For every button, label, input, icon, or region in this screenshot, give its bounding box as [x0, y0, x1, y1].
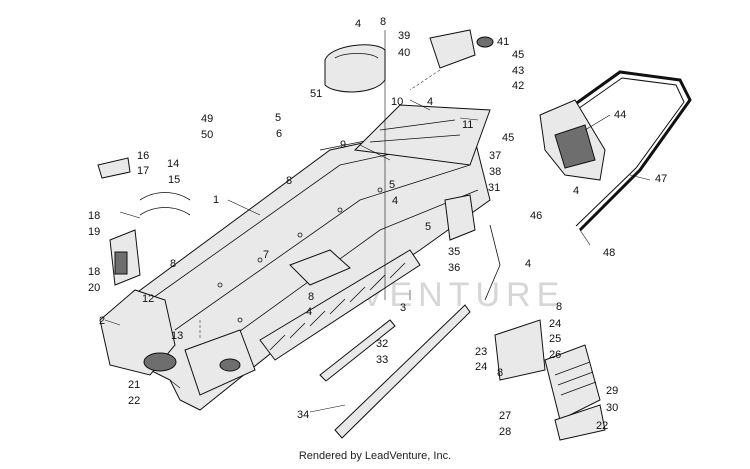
callout-17: 17 [137, 165, 149, 177]
left-small-parts [97, 157, 191, 286]
lower-right-assembly [494, 319, 606, 441]
rear-bumper-bar [539, 70, 692, 232]
callout-8: 8 [170, 258, 176, 270]
cross-shafts [319, 119, 471, 439]
callout-24: 24 [475, 361, 487, 373]
callout-20: 20 [88, 282, 100, 294]
callout-33: 33 [376, 354, 388, 366]
callout-39: 39 [398, 30, 410, 42]
callout-8: 8 [286, 175, 292, 187]
callout-5: 5 [275, 112, 281, 124]
leader-lines [104, 30, 651, 413]
callout-51: 51 [310, 88, 322, 100]
callout-10: 10 [391, 96, 403, 108]
right-side-parts [444, 194, 501, 301]
callout-46: 46 [530, 210, 542, 222]
callout-29: 29 [606, 385, 618, 397]
callout-36: 36 [448, 262, 460, 274]
callout-2: 2 [99, 315, 105, 327]
callout-18: 18 [88, 266, 100, 278]
callout-43: 43 [512, 65, 524, 77]
hitch-bracket [429, 29, 494, 69]
callout-40: 40 [398, 47, 410, 59]
callout-26: 26 [549, 349, 561, 361]
callout-28: 28 [499, 426, 511, 438]
callout-34: 34 [297, 409, 309, 421]
truss-side-rail [259, 249, 421, 361]
callout-35: 35 [448, 246, 460, 258]
callout-4: 4 [525, 258, 531, 270]
callout-5: 5 [389, 179, 395, 191]
callout-5: 5 [425, 221, 431, 233]
callout-49: 49 [201, 113, 213, 125]
callout-25: 25 [549, 333, 561, 345]
callout-19: 19 [88, 226, 100, 238]
storage-bag [324, 44, 386, 93]
callout-6: 6 [276, 128, 282, 140]
callout-38: 38 [489, 166, 501, 178]
callout-16: 16 [137, 150, 149, 162]
callout-4: 4 [355, 18, 361, 30]
callout-4: 4 [573, 185, 579, 197]
callout-8: 8 [556, 301, 562, 313]
callout-30: 30 [606, 402, 618, 414]
callout-31: 31 [488, 182, 500, 194]
callout-22: 22 [128, 395, 140, 407]
callout-27: 27 [499, 410, 511, 422]
callout-13: 13 [171, 330, 183, 342]
callout-4: 4 [392, 195, 398, 207]
callout-labels: 1 2 3 4 4 4 4 4 4 5 5 5 6 7 8 8 8 8 8 8 … [88, 16, 667, 438]
callout-44: 44 [614, 109, 626, 121]
callout-42: 42 [512, 80, 524, 92]
callout-8: 8 [380, 16, 386, 28]
callout-41: 41 [497, 36, 509, 48]
callout-8: 8 [497, 367, 503, 379]
callout-11: 11 [462, 119, 473, 131]
callout-12: 12 [142, 293, 154, 305]
callout-47: 47 [655, 173, 667, 185]
callout-22: 22 [596, 420, 608, 432]
callout-8: 8 [308, 291, 314, 303]
callout-18: 18 [88, 210, 100, 222]
callout-23: 23 [475, 346, 487, 358]
callout-45: 45 [512, 49, 524, 61]
callout-3: 3 [400, 302, 406, 314]
callout-1: 1 [213, 194, 219, 206]
callout-4: 4 [306, 306, 312, 318]
callout-37: 37 [489, 150, 501, 162]
footer-credit: Rendered by LeadVenture, Inc. [298, 450, 452, 462]
callout-45: 45 [502, 132, 514, 144]
callout-32: 32 [376, 338, 388, 350]
callout-15: 15 [168, 174, 180, 186]
callout-50: 50 [201, 129, 213, 141]
callout-14: 14 [167, 158, 179, 170]
callout-4: 4 [427, 96, 433, 108]
callout-9: 9 [340, 139, 346, 151]
rear-bracket-left [99, 289, 256, 396]
callout-21: 21 [128, 379, 140, 391]
callout-48: 48 [603, 247, 615, 259]
callout-7: 7 [263, 249, 269, 261]
callout-24: 24 [549, 318, 561, 330]
